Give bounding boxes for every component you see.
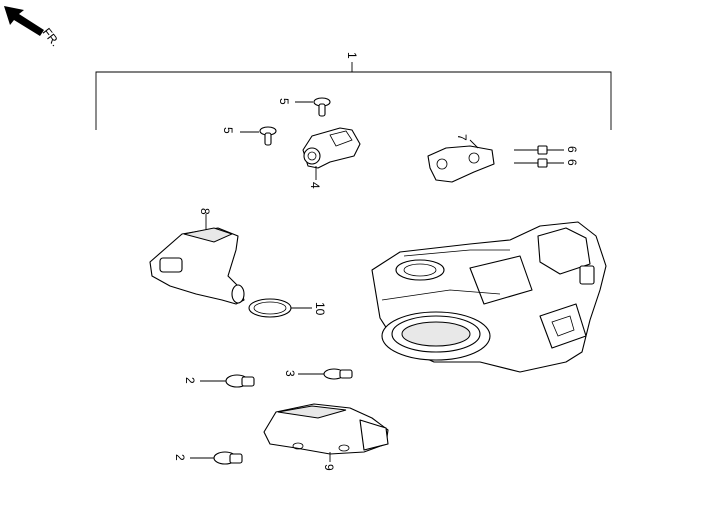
front-direction-arrow: FR. <box>4 6 63 49</box>
callout-3: 3 <box>283 370 297 377</box>
arrow-icon <box>4 6 44 36</box>
assembly-bracket: 1 <box>95 52 612 130</box>
screw-part-5-lower: 5 <box>221 126 277 146</box>
callout-6-lower: 6 <box>565 159 579 166</box>
sensor-part-4: 4 <box>302 127 361 189</box>
callout-1: 1 <box>345 52 359 59</box>
module-part-8: 8 <box>149 208 245 305</box>
oring-part-10: 10 <box>248 298 327 318</box>
callout-2-upper: 2 <box>183 377 197 384</box>
bracket-part-7: 7 <box>427 134 495 183</box>
callout-9: 9 <box>322 464 336 471</box>
callout-8: 8 <box>198 208 212 215</box>
screw-part-3: 3 <box>283 368 353 380</box>
callout-4: 4 <box>308 182 322 189</box>
actuator-part-9: 9 <box>263 403 389 471</box>
screw-part-2-upper: 2 <box>183 374 255 388</box>
throttle-body-assembly <box>371 221 607 373</box>
callout-5-lower: 5 <box>221 127 235 134</box>
bolt-part-6-upper: 6 <box>514 145 579 155</box>
screw-part-5-upper: 5 <box>277 97 331 117</box>
callout-6-upper: 6 <box>565 146 579 153</box>
callout-10: 10 <box>313 302 327 316</box>
front-label: FR. <box>40 25 63 49</box>
callout-2-lower: 2 <box>173 454 187 461</box>
callout-7: 7 <box>455 134 469 141</box>
callout-5-upper: 5 <box>277 98 291 105</box>
bolt-part-6-lower: 6 <box>514 158 579 168</box>
screw-part-2-lower: 2 <box>173 451 243 465</box>
